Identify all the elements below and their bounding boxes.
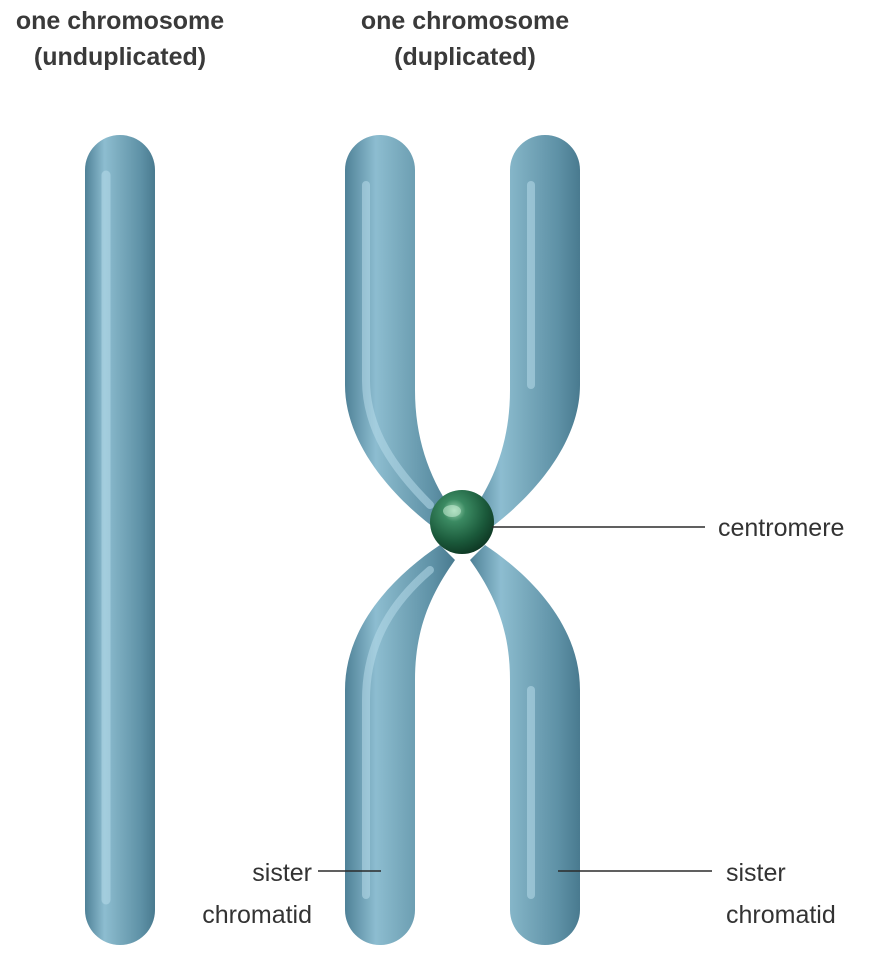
unduplicated-title-line1: one chromosome bbox=[16, 7, 224, 35]
centromere-label: centromere bbox=[718, 514, 844, 542]
unduplicated-chromosome bbox=[85, 135, 155, 945]
right-chromatid-upper-arm bbox=[470, 135, 580, 532]
duplicated-title-line1: one chromosome bbox=[361, 7, 569, 35]
unduplicated-title-line2: (unduplicated) bbox=[34, 43, 206, 71]
duplicated-title-line2: (duplicated) bbox=[394, 43, 536, 71]
left-sister-chromatid-label-line2: chromatid bbox=[202, 901, 312, 929]
left-sister-chromatid-label-line1: sister bbox=[252, 859, 312, 887]
duplicated-chromosome bbox=[345, 135, 580, 945]
right-chromatid-lower-arm bbox=[470, 545, 580, 945]
right-sister-chromatid-label-line2: chromatid bbox=[726, 901, 836, 929]
centromere bbox=[430, 490, 494, 554]
right-sister-chromatid-label-line1: sister bbox=[726, 859, 786, 887]
